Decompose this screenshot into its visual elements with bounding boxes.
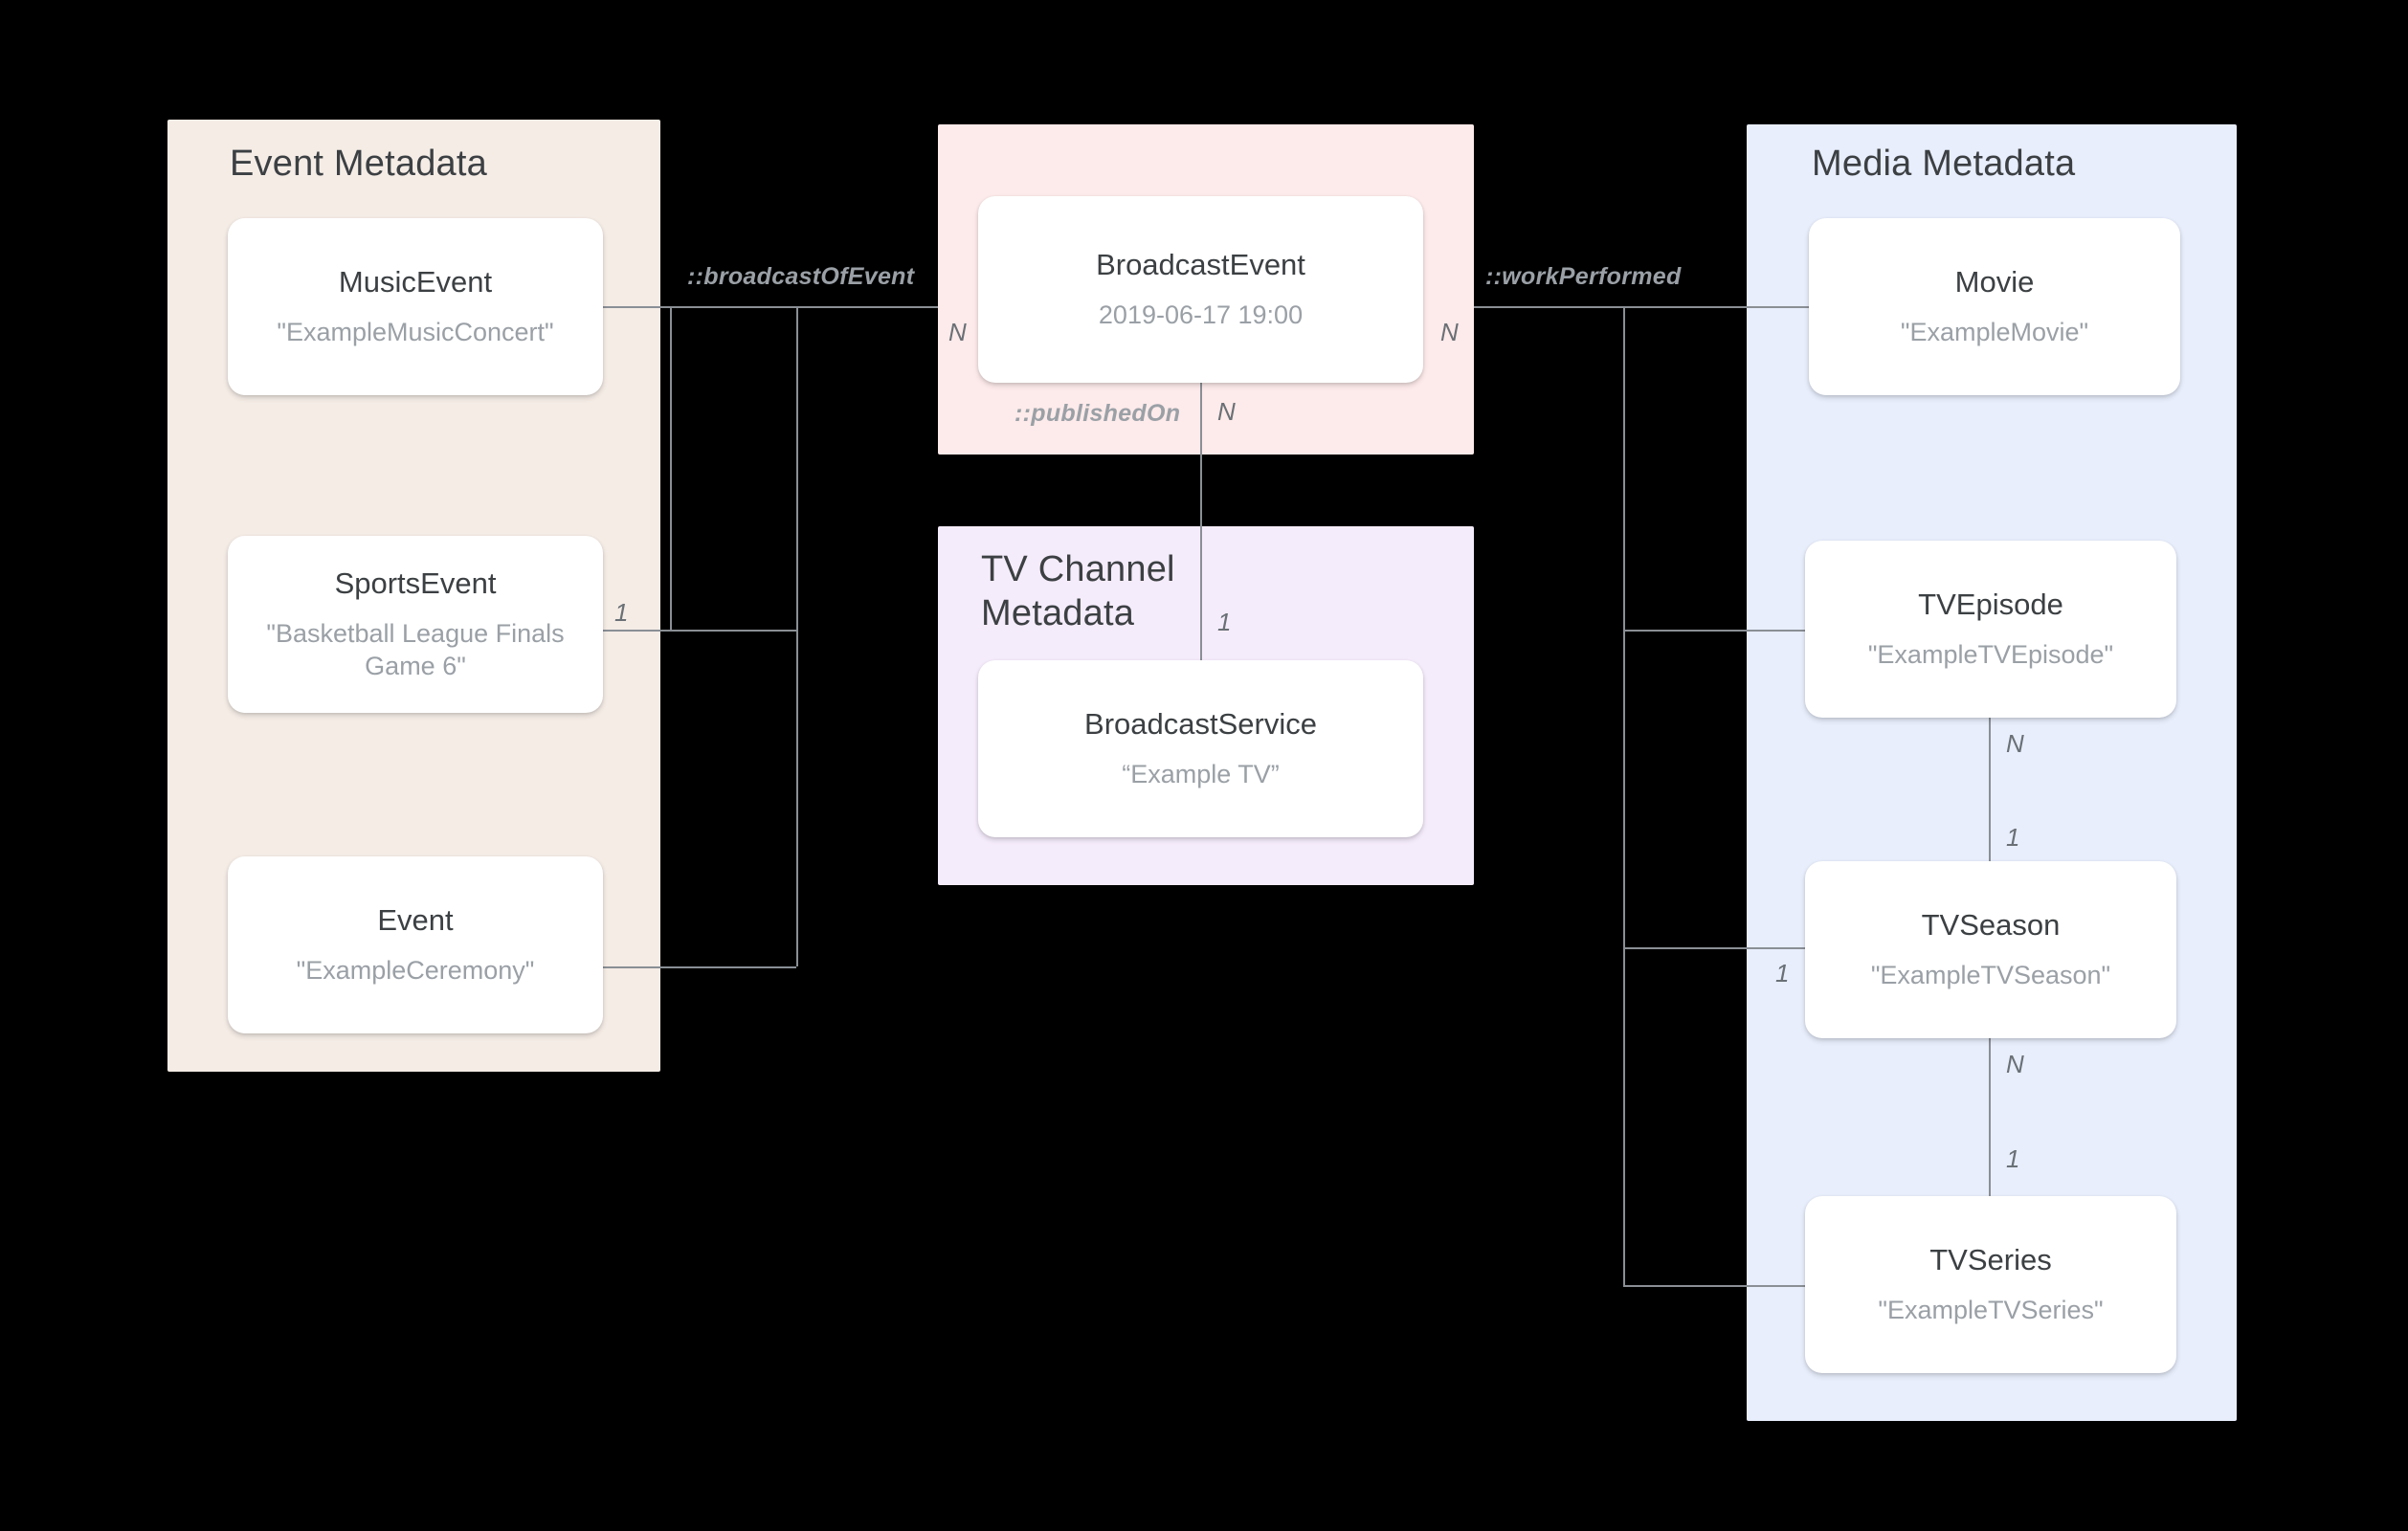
entity-type-movie: Movie <box>1954 265 2035 300</box>
multiplicity-broadcastevent-bottom-n: N <box>1217 397 1236 426</box>
edge-broadcastofevent-trunk <box>796 306 798 966</box>
entity-value-tvseason: "ExampleTVSeason" <box>1870 961 2111 990</box>
entity-card-movie[interactable]: Movie "ExampleMovie" <box>1809 218 2180 395</box>
entity-card-tvseries[interactable]: TVSeries "ExampleTVSeries" <box>1805 1196 2176 1373</box>
edge-workperformed-trunk <box>1623 306 1625 1285</box>
entity-value-event: "ExampleCeremony" <box>296 956 535 986</box>
multiplicity-tvepisode-n: N <box>2006 729 2024 758</box>
edge-tvepisode-to-tvseason <box>1989 718 1991 903</box>
edge-event-to-trunk <box>603 966 796 968</box>
edge-workperformed-h-from-broadcastevent <box>1474 306 1809 308</box>
entity-value-tvepisode: "ExampleTVEpisode" <box>1867 640 2114 670</box>
edge-label-workperformed: ::workPerformed <box>1485 263 1682 290</box>
edge-sportsevent-to-trunk <box>603 630 796 632</box>
entity-value-broadcastevent: 2019-06-17 19:00 <box>1098 300 1304 330</box>
entity-type-sportsevent: SportsEvent <box>334 566 497 601</box>
panel-title-event-metadata: Event Metadata <box>230 144 487 184</box>
entity-value-movie: "ExampleMovie" <box>1900 318 2089 347</box>
multiplicity-tvseries-one: 1 <box>2006 1144 2020 1173</box>
entity-card-event[interactable]: Event "ExampleCeremony" <box>228 856 603 1033</box>
multiplicity-broadcastevent-right-n: N <box>1440 318 1459 346</box>
multiplicity-broadcastservice-one: 1 <box>1217 608 1232 636</box>
multiplicity-tvseason-one-top: 1 <box>2006 823 2020 852</box>
entity-value-sportsevent: "Basketball League Finals Game 6" <box>266 619 565 681</box>
edge-label-publishedon: ::publishedOn <box>1014 400 1181 427</box>
entity-card-tvepisode[interactable]: TVEpisode "ExampleTVEpisode" <box>1805 541 2176 718</box>
edge-branch-vertical-left <box>670 306 672 630</box>
entity-card-musicevent[interactable]: MusicEvent "ExampleMusicConcert" <box>228 218 603 395</box>
edge-tvseason-to-tvseries <box>1989 1038 1991 1223</box>
entity-card-broadcastevent[interactable]: BroadcastEvent 2019-06-17 19:00 <box>978 196 1423 383</box>
entity-value-tvseries: "ExampleTVSeries" <box>1878 1296 2104 1325</box>
entity-type-tvseason: TVSeason <box>1921 908 2061 943</box>
edge-broadcastofevent-h-from-broadcastevent <box>796 306 938 308</box>
multiplicity-tvseason-n: N <box>2006 1050 2024 1078</box>
edge-musicevent-to-trunk <box>603 306 796 308</box>
entity-type-broadcastevent: BroadcastEvent <box>1096 248 1305 282</box>
edge-trunk-to-tvseries <box>1623 1285 1809 1287</box>
entity-value-broadcastservice: “Example TV” <box>1122 760 1280 789</box>
multiplicity-sportsevent-one: 1 <box>614 598 629 627</box>
multiplicity-tvseason-left-one: 1 <box>1775 959 1790 987</box>
panel-title-media-metadata: Media Metadata <box>1812 144 2076 184</box>
entity-card-broadcastservice[interactable]: BroadcastService “Example TV” <box>978 660 1423 837</box>
entity-card-sportsevent[interactable]: SportsEvent "Basketball League Finals Ga… <box>228 536 603 713</box>
edge-label-broadcastofevent: ::broadcastOfEvent <box>687 263 915 290</box>
entity-type-tvseries: TVSeries <box>1929 1243 2052 1277</box>
multiplicity-broadcastevent-left-n: N <box>948 318 967 346</box>
edge-trunk-to-tvepisode <box>1623 630 1809 632</box>
entity-type-event: Event <box>377 903 454 938</box>
edge-trunk-to-tvseason <box>1623 947 1809 949</box>
edge-publishedon-vertical <box>1200 383 1202 660</box>
entity-card-tvseason[interactable]: TVSeason "ExampleTVSeason" <box>1805 861 2176 1038</box>
entity-type-broadcastservice: BroadcastService <box>1084 707 1317 742</box>
panel-title-tv-channel-metadata: TV Channel Metadata <box>981 549 1175 634</box>
entity-value-musicevent: "ExampleMusicConcert" <box>277 318 554 347</box>
entity-type-tvepisode: TVEpisode <box>1918 588 2063 622</box>
entity-type-musicevent: MusicEvent <box>338 265 493 300</box>
